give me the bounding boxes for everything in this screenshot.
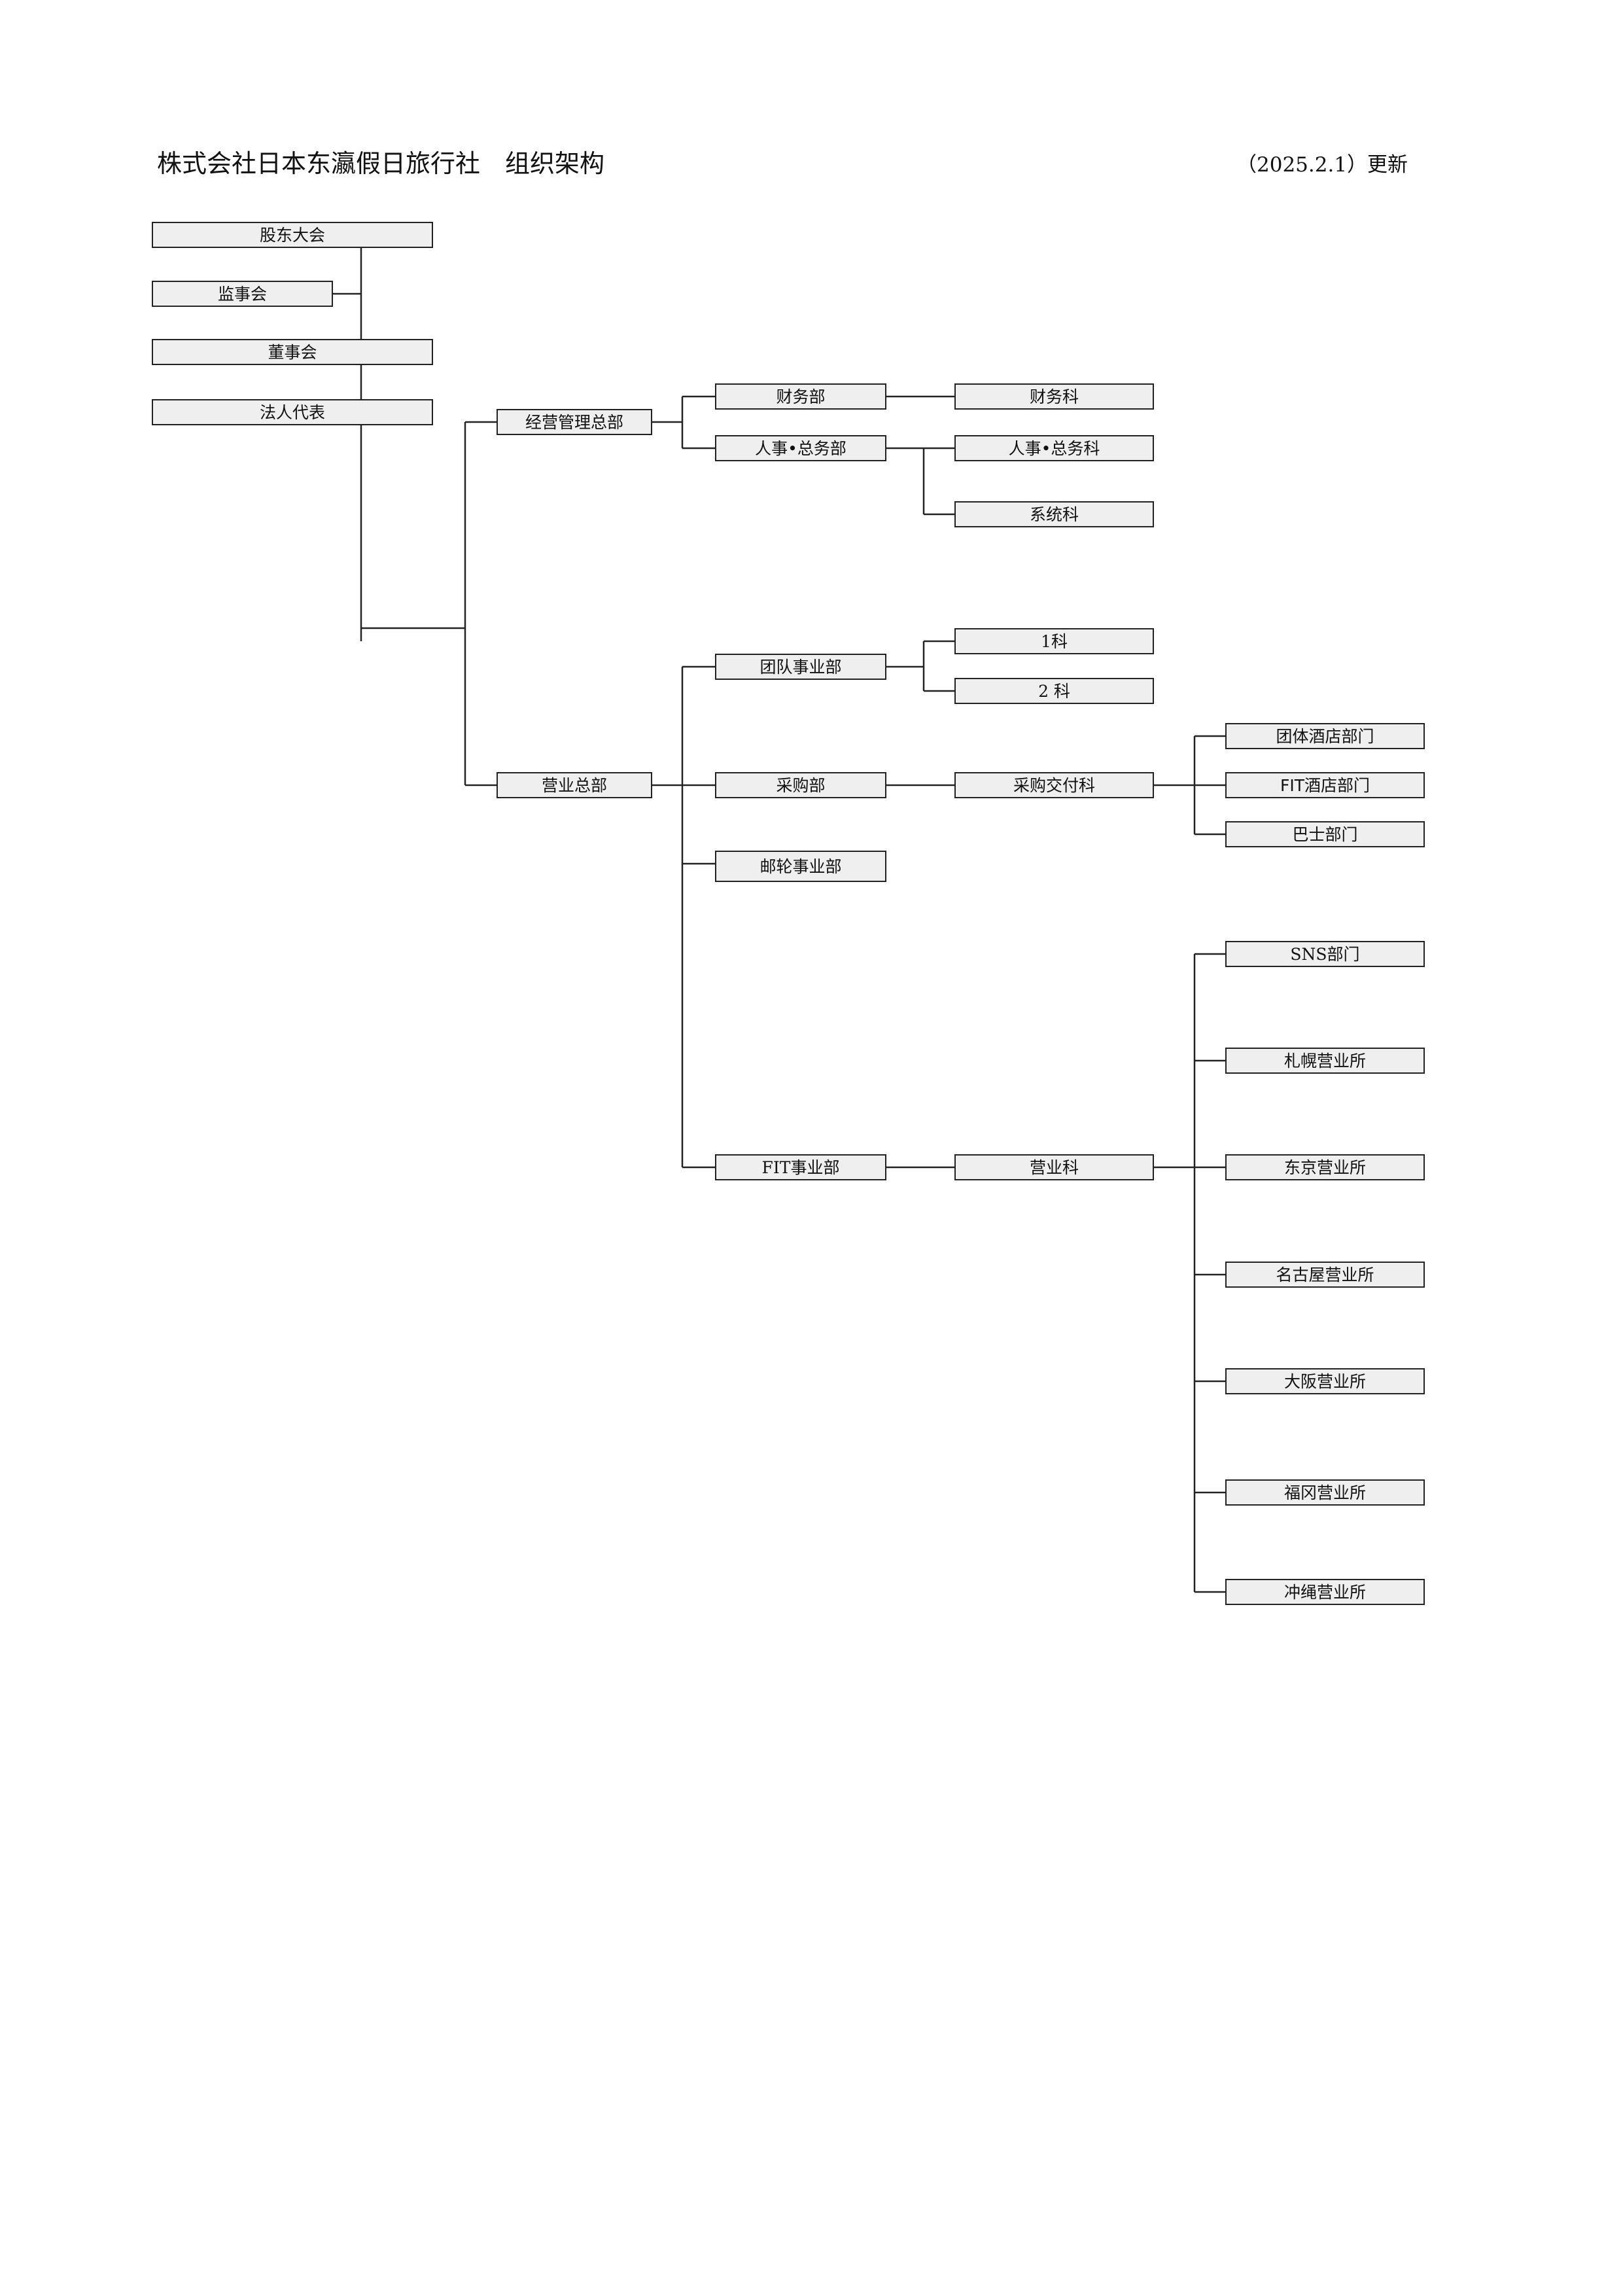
- osaka-office-box: 大阪营业所: [1225, 1368, 1425, 1394]
- sales-section-box: 营业科: [954, 1154, 1154, 1180]
- hr-admin-dept-box: 人事•总务部: [715, 435, 886, 461]
- management-hq-box: 经营管理总部: [497, 409, 652, 435]
- group-business-dept-box: 团队事业部: [715, 654, 886, 680]
- fit-hotel-division-box: FIT酒店部门: [1225, 772, 1425, 798]
- section-2-box: 2 科: [954, 678, 1154, 704]
- supervisory-board-box: 监事会: [152, 281, 333, 307]
- systems-section-box: 系统科: [954, 501, 1154, 527]
- group-hotel-division-box: 团体酒店部门: [1225, 723, 1425, 749]
- bus-division-box: 巴士部门: [1225, 821, 1425, 847]
- board-of-directors-box: 董事会: [152, 339, 433, 365]
- sales-hq-box: 营业总部: [497, 772, 652, 798]
- finance-section-box: 财务科: [954, 383, 1154, 410]
- cruise-business-dept-box: 邮轮事业部: [715, 851, 886, 882]
- section-1-box: 1科: [954, 628, 1154, 654]
- fit-business-dept-box: FIT事业部: [715, 1154, 886, 1180]
- update-date: （2025.2.1）更新: [1236, 153, 1408, 177]
- shareholders-meeting-box: 股东大会: [152, 222, 433, 248]
- finance-dept-box: 财务部: [715, 383, 886, 410]
- hr-admin-section-box: 人事•总务科: [954, 435, 1154, 461]
- purchasing-dept-box: 采购部: [715, 772, 886, 798]
- sapporo-office-box: 札幌营业所: [1225, 1048, 1425, 1074]
- fukuoka-office-box: 福冈营业所: [1225, 1479, 1425, 1506]
- legal-representative-box: 法人代表: [152, 399, 433, 425]
- tokyo-office-box: 东京营业所: [1225, 1154, 1425, 1180]
- purchasing-delivery-section-box: 采购交付科: [954, 772, 1154, 798]
- chart-title: 株式会社日本东瀛假日旅行社 组织架构: [157, 149, 605, 178]
- okinawa-office-box: 冲绳营业所: [1225, 1579, 1425, 1605]
- nagoya-office-box: 名古屋营业所: [1225, 1262, 1425, 1288]
- sns-division-box: SNS部门: [1225, 941, 1425, 967]
